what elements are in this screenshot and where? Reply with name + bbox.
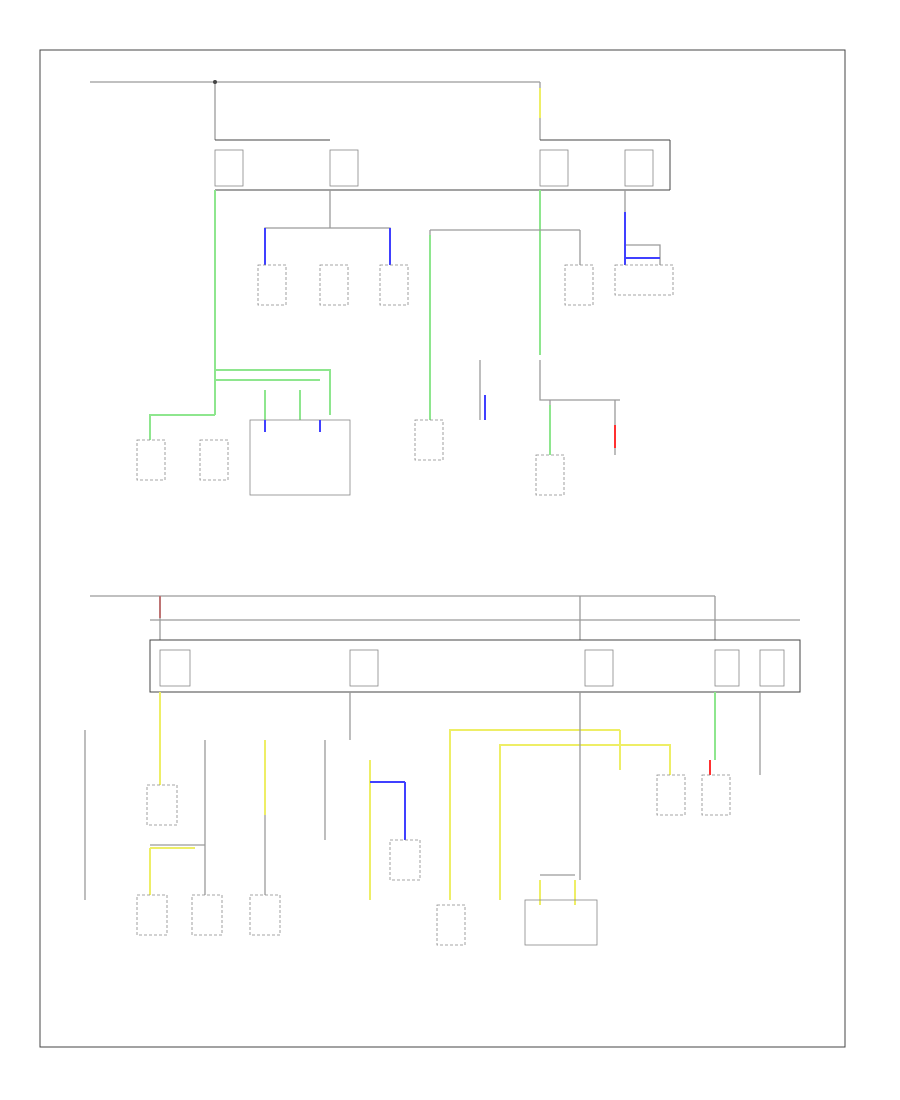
fuse-cell <box>539 149 569 187</box>
relay-wire <box>624 190 661 265</box>
component-box <box>319 264 349 306</box>
lower-right-wire <box>539 360 620 455</box>
component-box <box>656 774 686 816</box>
component-box <box>436 904 466 946</box>
fuse-cell <box>214 149 244 187</box>
component-box <box>249 894 281 936</box>
component-box <box>191 894 223 936</box>
component-box <box>701 774 731 816</box>
component-box <box>136 439 166 481</box>
left-ground-wire <box>84 730 206 900</box>
lower-feed-drops <box>150 596 800 640</box>
middle-branch-wire <box>324 692 371 900</box>
fuse-cell <box>624 149 654 187</box>
diagram-frame <box>39 49 846 1048</box>
lower-circuit <box>84 595 801 946</box>
upper-fuse-bus <box>215 139 671 191</box>
control-unit-box <box>249 419 351 496</box>
lower-fuse-bus <box>149 639 801 693</box>
component-box <box>535 454 565 496</box>
right-vertical-wire <box>540 692 581 880</box>
right-branch-wire <box>429 229 581 420</box>
component-box <box>146 784 178 826</box>
component-box <box>414 419 444 461</box>
yellow-distribution-wire <box>449 729 671 900</box>
fuse-cell <box>759 649 785 687</box>
component-box <box>564 264 594 306</box>
fuse-cell <box>159 649 191 687</box>
component-box <box>136 894 168 936</box>
fuse-cell <box>714 649 740 687</box>
fuse-cell <box>584 649 614 687</box>
relay-box <box>614 264 674 296</box>
fuse-cell <box>329 149 359 187</box>
junction-dot <box>213 80 217 84</box>
component-box <box>524 899 598 946</box>
component-box <box>199 439 229 481</box>
upper-circuit <box>90 80 674 496</box>
green-wire-branch <box>149 369 331 440</box>
mid-branch-wire <box>264 190 391 265</box>
component-box <box>379 264 409 306</box>
component-box <box>389 839 421 881</box>
component-box <box>257 264 287 306</box>
fuse-cell <box>349 649 379 687</box>
